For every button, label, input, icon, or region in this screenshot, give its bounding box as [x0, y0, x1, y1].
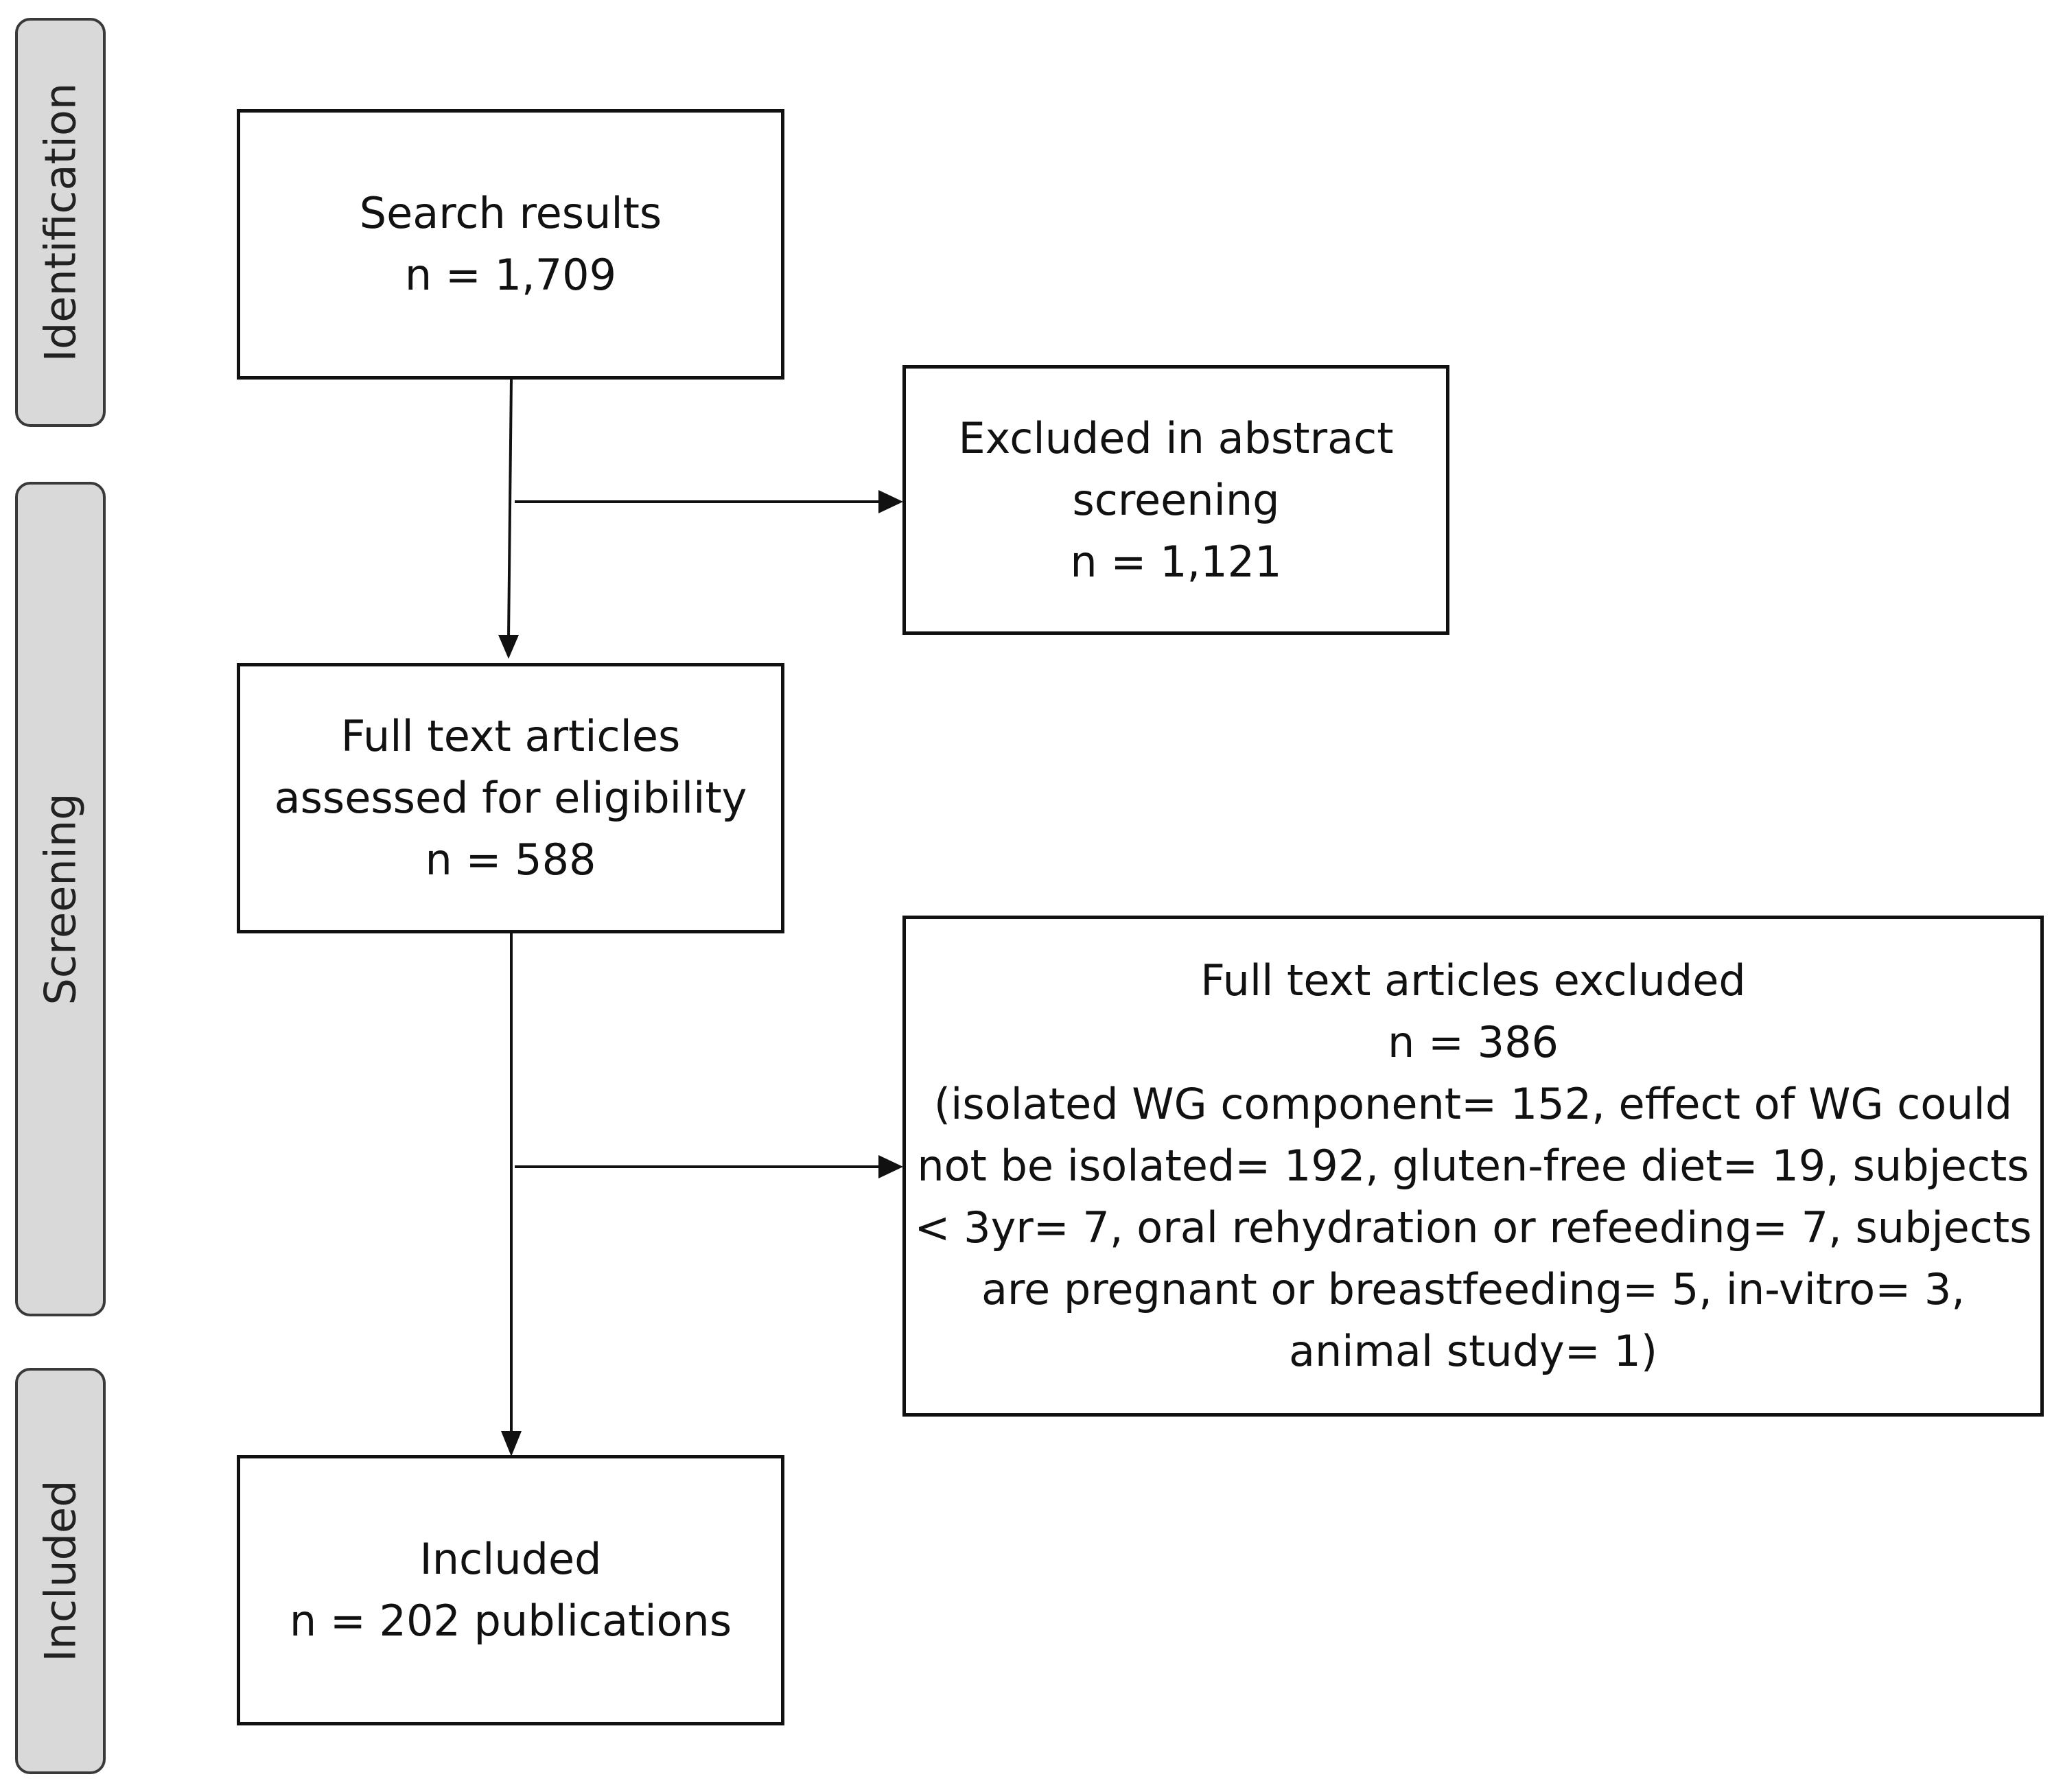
search-results-title: Search results — [359, 188, 662, 238]
arrowhead-search-to-fulltext — [498, 635, 519, 659]
full-text-excluded-reason-4: are pregnant or breastfeeding= 5, in-vit… — [981, 1264, 1966, 1314]
search-results-count: n = 1,709 — [404, 250, 617, 300]
full-text-excluded-reason-1: (isolated WG component= 152, effect of W… — [933, 1079, 2013, 1129]
arrowhead-to-fulltext-excluded — [878, 1155, 903, 1178]
excluded-abstract-box: Excluded in abstract screening n = 1,121 — [902, 365, 1449, 635]
stage-included: Included — [15, 1368, 106, 1774]
stage-identification: Identification — [15, 18, 106, 427]
excluded-abstract-title-2: screening — [1072, 474, 1280, 525]
excluded-abstract-title-1: Excluded in abstract — [958, 412, 1394, 463]
full-text-assessed-box: Full text articles assessed for eligibil… — [237, 663, 784, 933]
full-text-excluded-title: Full text articles excluded — [1200, 955, 1746, 1005]
excluded-abstract-count: n = 1,121 — [1070, 536, 1282, 587]
full-text-assessed-title-2: assessed for eligibility — [274, 773, 747, 823]
full-text-assessed-title-1: Full text articles — [340, 711, 681, 761]
arrowhead-fulltext-to-included — [501, 1431, 522, 1456]
full-text-excluded-reason-5: animal study= 1) — [1288, 1326, 1658, 1376]
included-count: n = 202 publications — [289, 1596, 732, 1646]
included-box: Included n = 202 publications — [237, 1455, 784, 1725]
full-text-assessed-count: n = 588 — [425, 835, 596, 885]
full-text-excluded-box: Full text articles excluded n = 386 (iso… — [902, 916, 2044, 1417]
included-title: Included — [419, 1534, 602, 1584]
arrow-search-to-fulltext — [507, 378, 513, 639]
full-text-excluded-count: n = 386 — [1388, 1017, 1559, 1067]
stage-screening: Screening — [15, 482, 106, 1316]
arrowhead-to-excluded-abstract — [878, 490, 903, 513]
full-text-excluded-reason-2: not be isolated= 192, gluten-free diet= … — [917, 1141, 2029, 1191]
search-results-box: Search results n = 1,709 — [237, 109, 784, 380]
full-text-excluded-reason-3: < 3yr= 7, oral rehydration or refeeding=… — [914, 1202, 2032, 1253]
